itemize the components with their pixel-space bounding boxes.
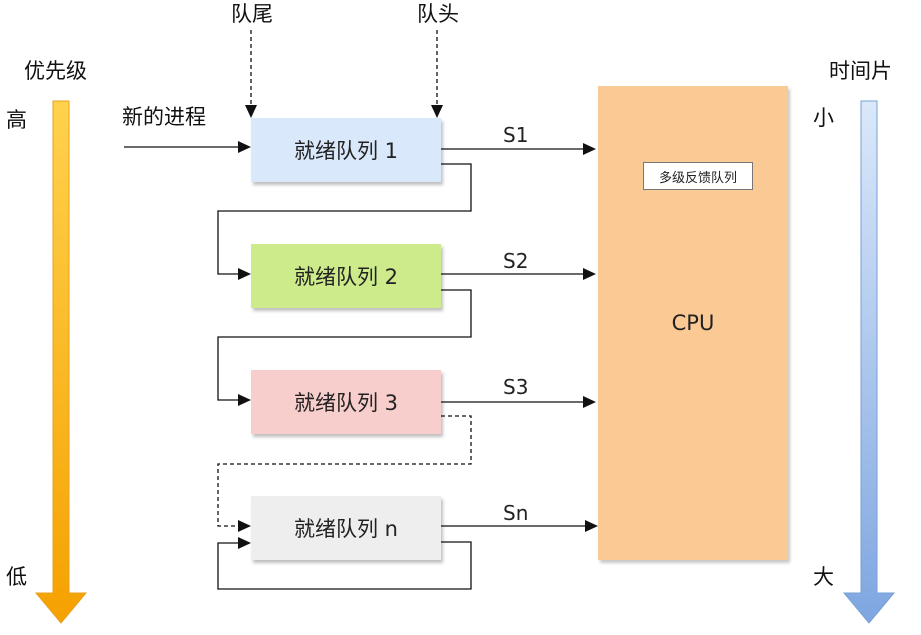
ready-queue-3: 就绪队列 3: [251, 370, 441, 434]
slice-label-n: Sn: [503, 501, 529, 525]
slice-label-1: S1: [503, 123, 529, 147]
timeslice-small-label: 小: [813, 106, 834, 130]
q3-to-qn-arrowhead: [238, 520, 251, 532]
ready-queue-2-label: 就绪队列 2: [293, 265, 399, 289]
priority-arrow: [34, 100, 88, 624]
head-pointer-arrowhead: [431, 105, 443, 118]
timeslice-title: 时间片: [829, 59, 892, 83]
slice-label-2: S2: [503, 249, 529, 273]
cpu-label: CPU: [671, 311, 715, 335]
ready-queue-3-label: 就绪队列 3: [293, 391, 399, 415]
q1-to-q2-arrowhead: [238, 268, 251, 280]
cpu-tag: 多级反馈队列: [643, 162, 753, 190]
ready-queue-n-label: 就绪队列 n: [294, 517, 398, 541]
priority-high-label: 高: [6, 108, 27, 132]
queue-head-label: 队头: [417, 2, 459, 26]
ready-queue-2: 就绪队列 2: [251, 244, 441, 308]
timeslice-large-label: 大: [813, 565, 834, 589]
q3-to-cpu-arrowhead: [583, 396, 596, 408]
cpu-block: 多级反馈队列 CPU: [598, 86, 788, 560]
q1-to-q2-connector: [217, 163, 472, 275]
priority-low-label: 低: [6, 565, 27, 589]
q3-to-qn-connector: [217, 415, 472, 527]
q2-to-q3-connector: [217, 289, 472, 401]
qn-to-cpu-arrowhead: [585, 520, 598, 532]
ready-queue-1-label: 就绪队列 1: [293, 139, 399, 163]
queue-tail-label: 队尾: [231, 2, 273, 26]
new-process-arrowhead: [238, 141, 251, 153]
qn-loop-connector: [217, 541, 472, 590]
ready-queue-n: 就绪队列 n: [251, 496, 441, 560]
new-process-label: 新的进程: [122, 105, 206, 129]
qn-loop-arrowhead: [238, 537, 251, 549]
priority-title: 优先级: [24, 59, 87, 83]
timeslice-arrow: [842, 100, 896, 624]
q2-to-q3-arrowhead: [238, 394, 251, 406]
tail-pointer-arrowhead: [245, 105, 257, 118]
q1-to-cpu-arrowhead: [583, 143, 596, 155]
ready-queue-1: 就绪队列 1: [251, 118, 441, 182]
q2-to-cpu-arrowhead: [583, 268, 596, 280]
slice-label-3: S3: [503, 375, 529, 399]
